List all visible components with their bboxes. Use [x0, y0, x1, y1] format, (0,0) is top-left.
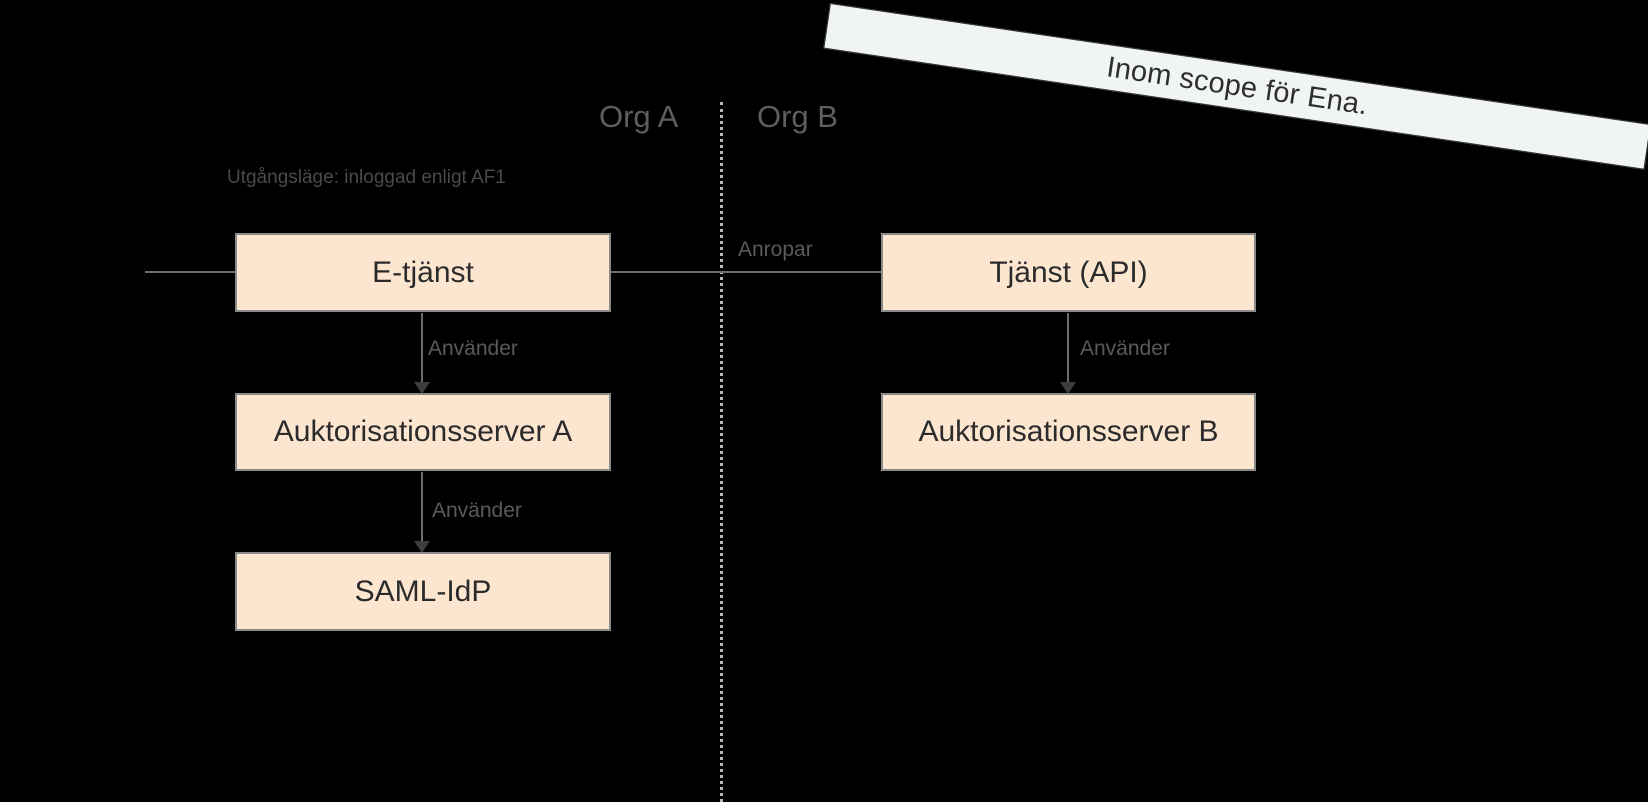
node-tjanst-api[interactable]: Tjänst (API)	[881, 233, 1256, 312]
scope-banner: Inom scope för Ena.	[823, 3, 1648, 170]
swimlane-label-org-b: Org B	[757, 99, 838, 134]
swimlane-divider	[720, 102, 723, 802]
node-label-tjanst-api: Tjänst (API)	[989, 255, 1148, 289]
node-label-etjanst: E-tjänst	[372, 255, 474, 289]
node-label-auktorisationsserver-b: Auktorisationsserver B	[918, 415, 1219, 448]
edge-label-auth-a-to-saml-idp: Använder	[432, 499, 522, 522]
node-auktorisationsserver-b[interactable]: Auktorisationsserver B	[881, 393, 1256, 471]
node-label-auktorisationsserver-a: Auktorisationsserver A	[273, 415, 573, 448]
node-label-saml-idp: SAML-IdP	[354, 574, 492, 608]
swimlane-label-org-a: Org A	[599, 99, 679, 134]
scope-banner-label: Inom scope för Ena.	[1104, 50, 1370, 121]
node-etjanst[interactable]: E-tjänst	[235, 233, 611, 312]
node-auktorisationsserver-a[interactable]: Auktorisationsserver A	[235, 393, 611, 471]
precondition-caption: Utgångsläge: inloggad enligt AF1	[227, 167, 506, 188]
edge-label-etjanst-to-tjanst-api: Anropar	[738, 238, 813, 261]
node-saml-idp[interactable]: SAML-IdP	[235, 552, 611, 631]
edge-label-etjanst-to-auth-a: Använder	[428, 337, 518, 360]
edge-label-tjanst-api-to-auth-b: Använder	[1080, 337, 1170, 360]
